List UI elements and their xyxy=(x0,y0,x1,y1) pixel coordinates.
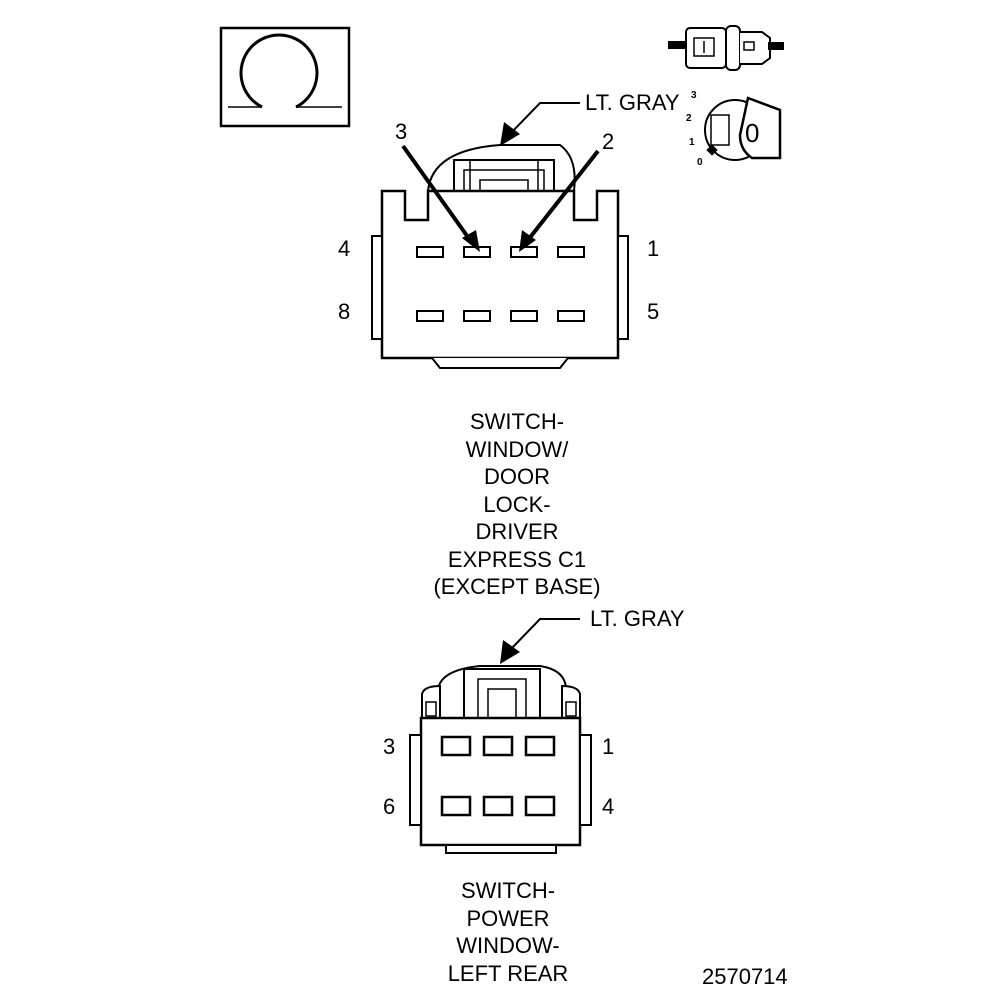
rear-title-line: SWITCH- xyxy=(460,878,556,903)
connector-rear-body xyxy=(409,665,592,854)
key-position-1: 1 xyxy=(689,137,695,148)
c1-callout-right: 2 xyxy=(602,129,615,154)
rear-title-line: LEFT REAR xyxy=(447,960,569,986)
c1-title-line: DOOR xyxy=(484,464,550,489)
rear-title-line: POWER xyxy=(466,905,550,931)
key-position-2: 2 xyxy=(686,113,692,124)
rear-pin-bottom-left: 6 xyxy=(383,794,396,819)
c1-title-line: WINDOW/ xyxy=(465,436,569,462)
key-position-3: 3 xyxy=(691,90,697,101)
c1-pin-bottom-left: 8 xyxy=(338,299,351,324)
connector-side-icon xyxy=(668,25,784,71)
c1-title-line: LOCK- xyxy=(483,491,551,517)
rear-title: SWITCH- POWER WINDOW- LEFT REAR xyxy=(378,877,638,987)
rear-title-line: WINDOW- xyxy=(456,933,560,958)
c1-title-line: SWITCH- xyxy=(469,409,565,434)
ignition-key-icon xyxy=(704,96,782,161)
c1-pin-bottom-right: 5 xyxy=(647,299,660,324)
ohm-meter-icon xyxy=(219,26,351,128)
c1-pin-top-left: 4 xyxy=(338,236,351,261)
key-face-label: 0 xyxy=(745,118,760,148)
rear-pin-bottom-right: 4 xyxy=(602,794,615,819)
connector-rear-callout xyxy=(500,618,580,664)
c1-title: SWITCH- WINDOW/ DOOR LOCK- DRIVER EXPRES… xyxy=(387,408,647,601)
connector-c1-callouts xyxy=(401,102,600,252)
c1-title-line: EXPRESS C1 xyxy=(447,546,587,572)
c1-title-line: DRIVER xyxy=(475,519,559,544)
c1-color-label: LT. GRAY xyxy=(585,90,680,115)
key-position-0: 0 xyxy=(697,157,703,168)
rear-pin-top-left: 3 xyxy=(383,734,396,759)
rear-color-label: LT. GRAY xyxy=(590,606,685,631)
figure-number: 2570714 xyxy=(702,964,788,989)
c1-title-line: (EXCEPT BASE) xyxy=(433,574,601,599)
c1-callout-left: 3 xyxy=(395,119,408,144)
rear-pin-top-right: 1 xyxy=(602,734,615,759)
c1-pin-top-right: 1 xyxy=(647,236,660,261)
connector-c1-body xyxy=(371,144,629,369)
